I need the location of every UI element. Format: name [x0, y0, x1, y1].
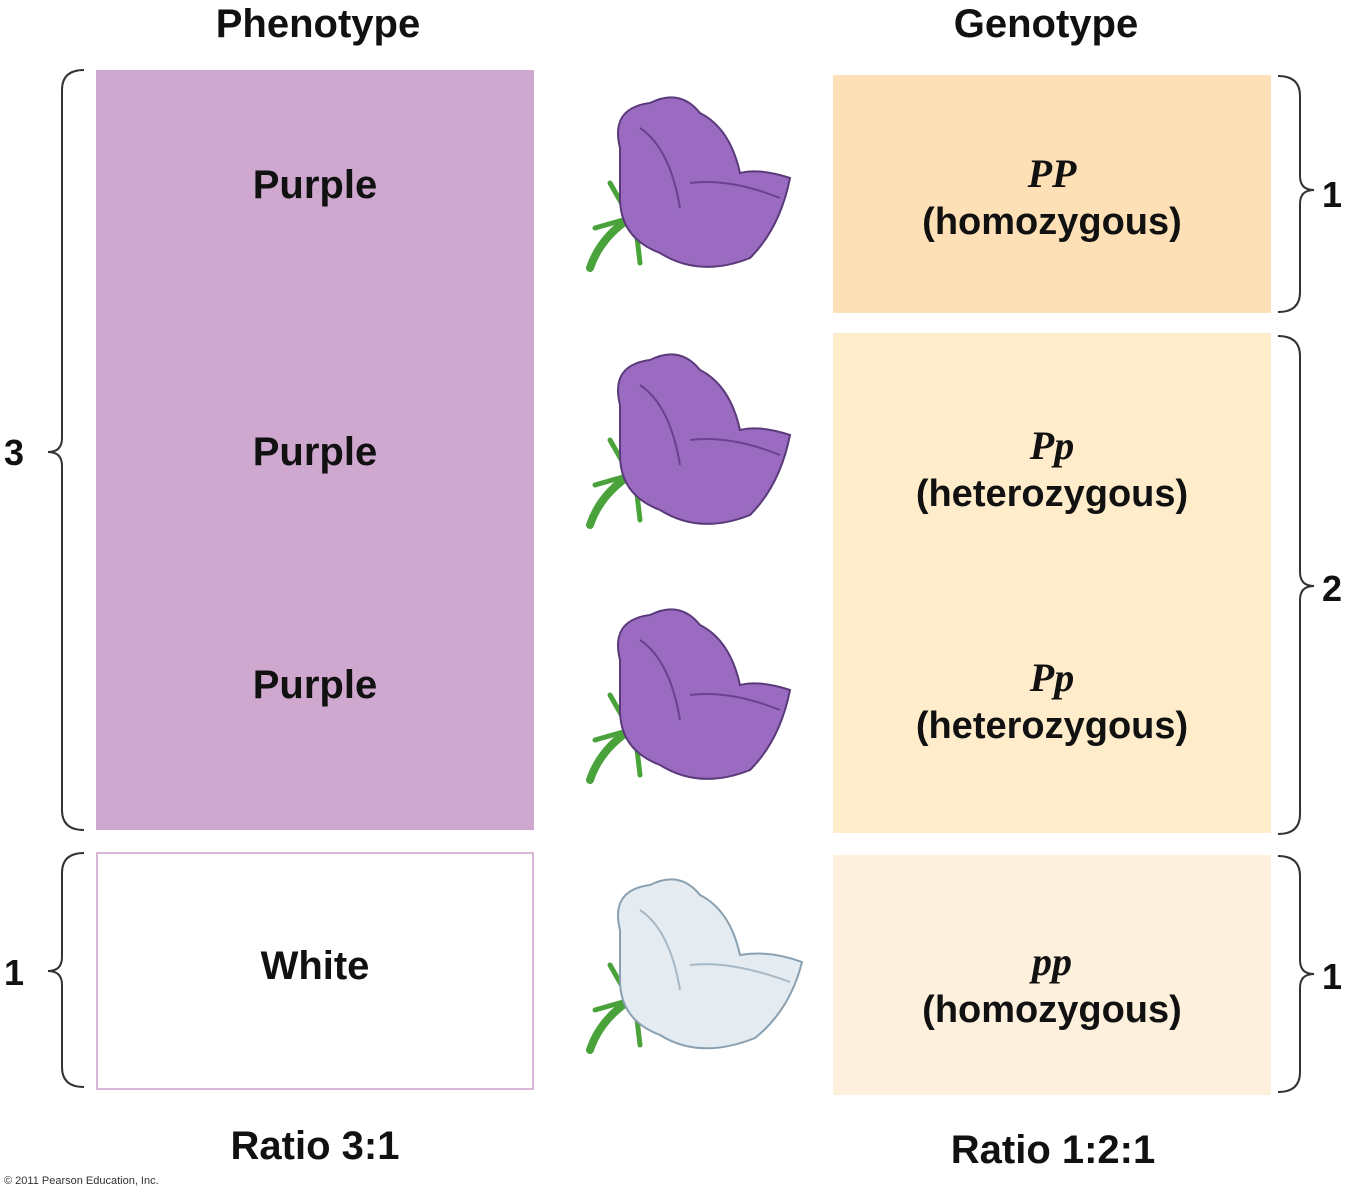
- genotype-zygosity: (homozygous): [922, 201, 1182, 243]
- white-flower-icon: [586, 878, 804, 1054]
- genotype-zygosity: (homozygous): [922, 989, 1182, 1031]
- genotype-allele: Pp: [1029, 423, 1075, 468]
- genotype-allele: pp: [1032, 939, 1072, 984]
- right-bracket-pp: [1277, 855, 1315, 1093]
- phenotype-label-purple-2: Purple: [252, 430, 378, 474]
- genotype-allele: Pp: [1029, 655, 1075, 700]
- phenotype-label-purple-3: Purple: [252, 663, 378, 707]
- phenotype-label-white: White: [260, 944, 370, 988]
- purple-flower-icon: [586, 353, 792, 529]
- genotype-allele: PP: [1027, 151, 1077, 196]
- left-bracket-purple: [47, 69, 85, 831]
- genotype-box-Pp: Pp (heterozygous) Pp (heterozygous): [833, 333, 1271, 833]
- phenotype-header: Phenotype: [215, 2, 421, 46]
- genotype-box-pp: pp (homozygous): [833, 855, 1271, 1095]
- left-count-purple: 3: [4, 432, 25, 473]
- right-count-Pp: 2: [1322, 568, 1343, 609]
- copyright-notice: © 2011 Pearson Education, Inc.: [4, 1175, 159, 1187]
- phenotype-purple-box: Purple Purple Purple: [96, 70, 534, 830]
- genotype-zygosity: (heterozygous): [915, 705, 1189, 747]
- purple-flower-icon: [586, 608, 792, 784]
- left-bracket-white: [47, 852, 85, 1088]
- genotype-header: Genotype: [953, 2, 1139, 46]
- purple-flower-icon: [586, 96, 792, 272]
- right-bracket-Pp: [1277, 335, 1315, 835]
- genotype-zygosity: (heterozygous): [915, 473, 1189, 515]
- phenotype-ratio: Ratio 3:1: [230, 1124, 400, 1168]
- right-bracket-PP: [1277, 75, 1315, 313]
- right-count-pp: 1: [1322, 956, 1343, 997]
- phenotype-label-purple-1: Purple: [252, 163, 378, 207]
- phenotype-white-box: White: [96, 852, 534, 1090]
- right-count-PP: 1: [1322, 174, 1343, 215]
- genotype-box-PP: PP (homozygous): [833, 75, 1271, 313]
- left-count-white: 1: [4, 952, 25, 993]
- genotype-ratio: Ratio 1:2:1: [950, 1128, 1156, 1172]
